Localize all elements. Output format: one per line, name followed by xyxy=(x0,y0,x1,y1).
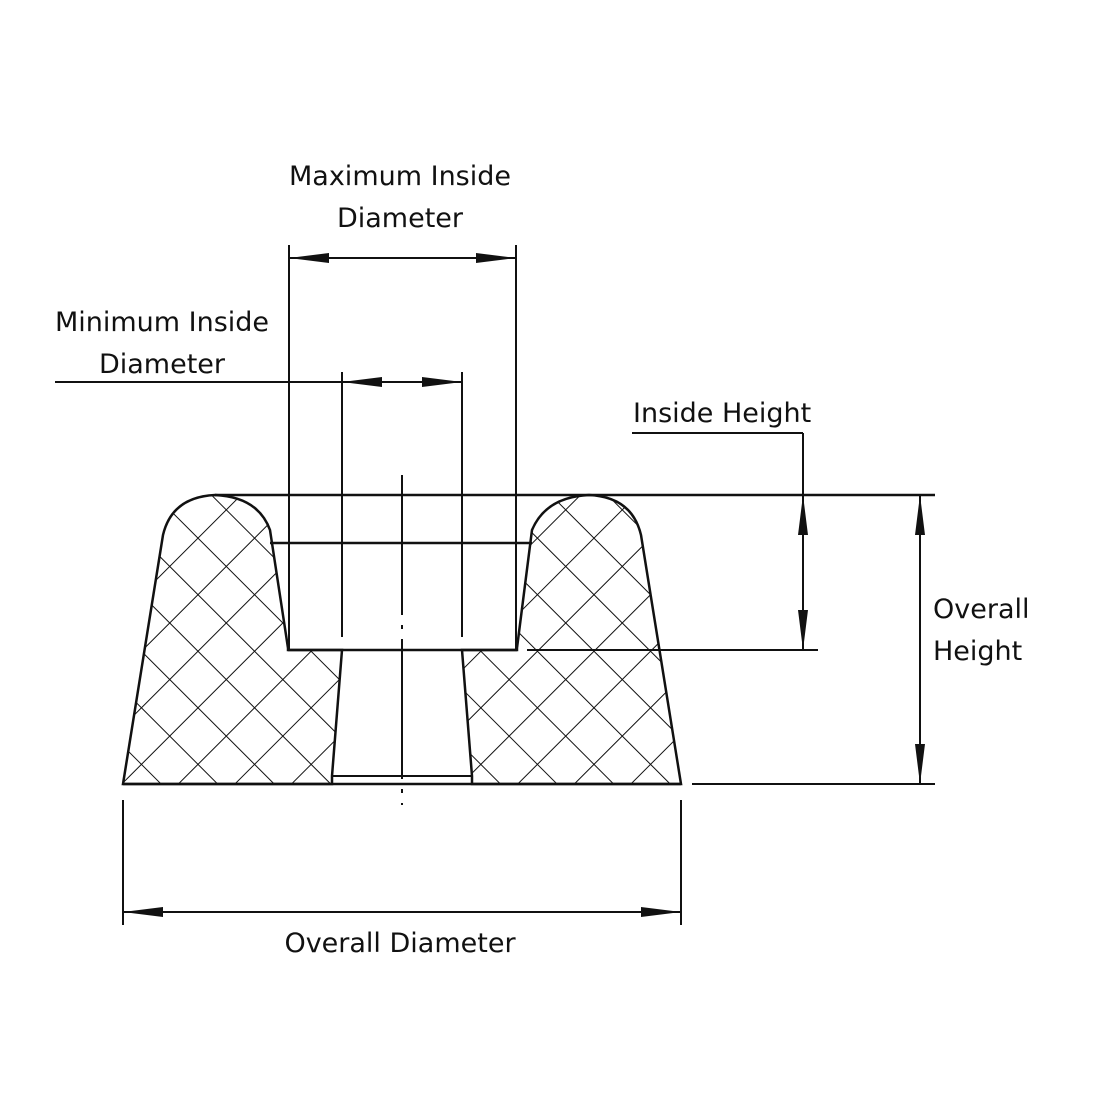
label-line: Height xyxy=(933,636,1023,667)
right-section xyxy=(460,493,683,786)
min-inside-diameter-label: Minimum Inside Diameter xyxy=(55,302,269,386)
label-line: Maximum Inside xyxy=(288,161,512,192)
label-line: Diameter xyxy=(336,203,464,234)
overall-height-label: Overall Height xyxy=(933,589,1030,673)
inside-height-label: Inside Height xyxy=(633,398,812,429)
left-section xyxy=(121,493,344,786)
label-line: Diameter xyxy=(98,349,226,380)
max-inside-diameter-label: Maximum Inside Diameter xyxy=(289,156,511,240)
overall-diameter-label: Overall Diameter xyxy=(284,928,516,959)
label-line: Overall xyxy=(933,594,1030,625)
label-line: Minimum Inside xyxy=(54,307,270,338)
